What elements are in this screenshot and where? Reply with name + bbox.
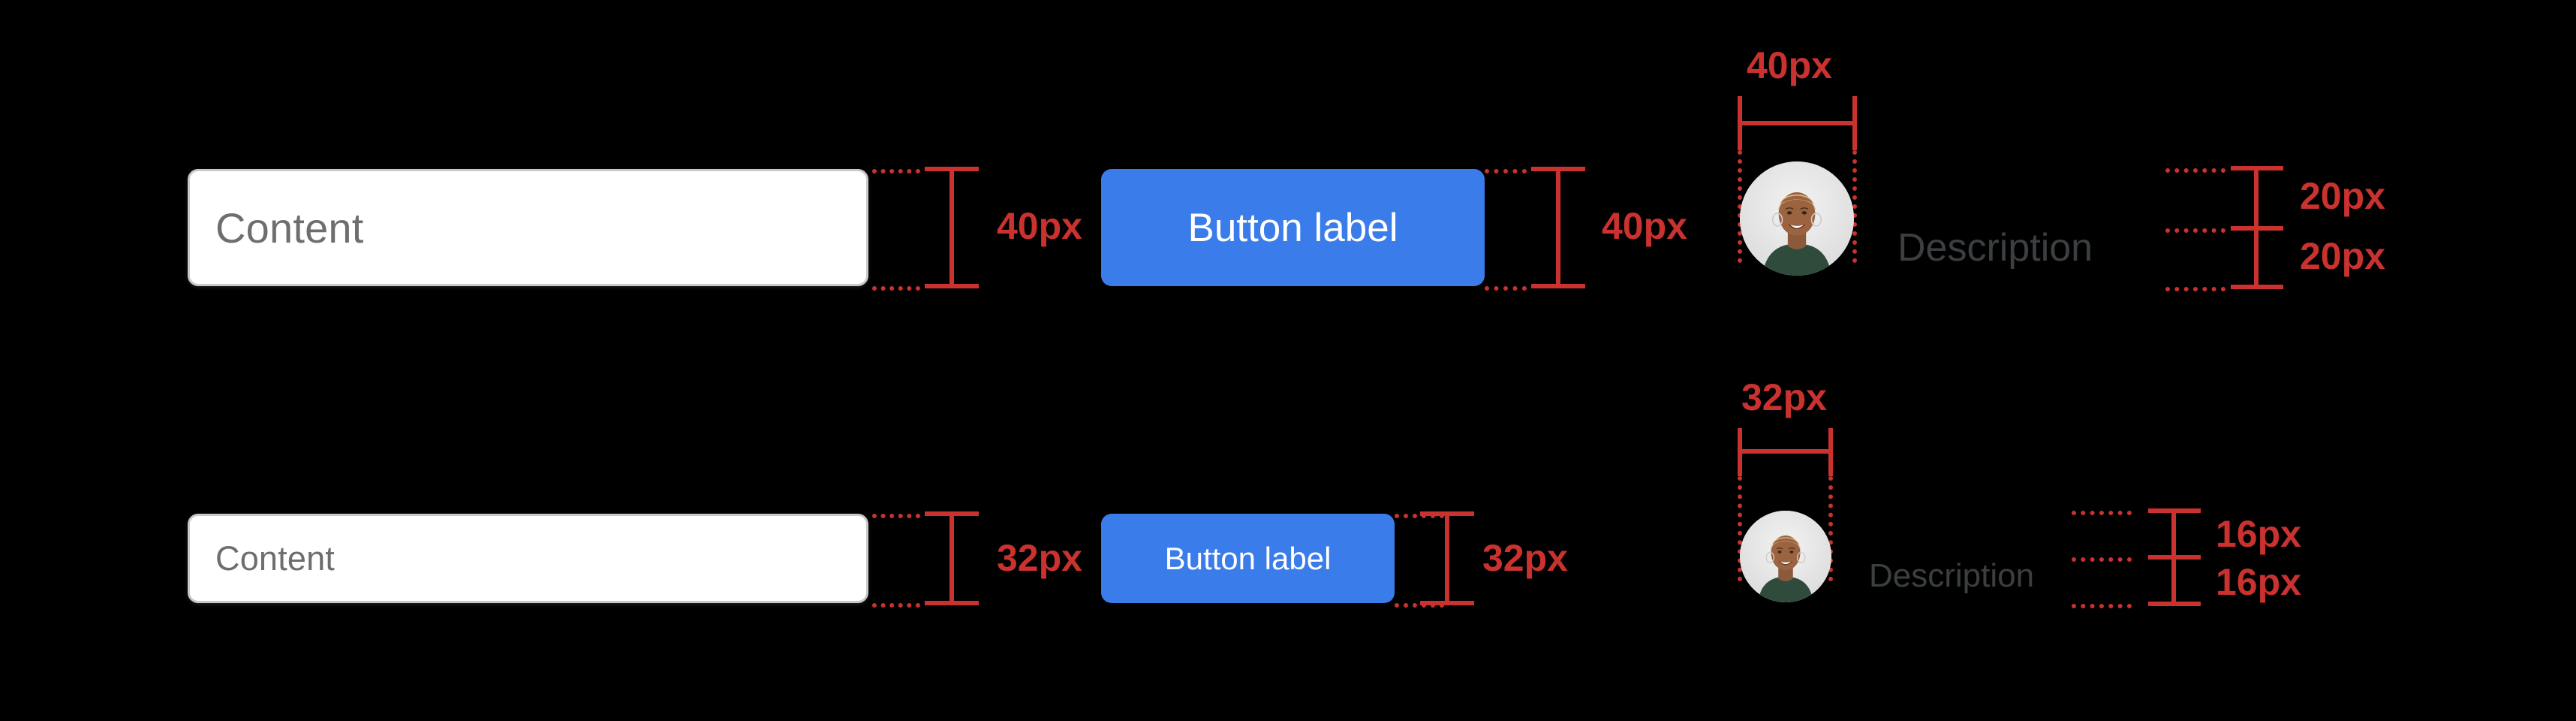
button-height-guide-top: [1485, 169, 1527, 173]
input-height-guide-top: [872, 169, 920, 173]
button-height-guide-bottom: [1395, 603, 1444, 608]
button-label: Button label: [1187, 205, 1398, 250]
text-input-large[interactable]: Content: [188, 169, 868, 286]
avatar-width-guide-left: [1738, 476, 1742, 581]
desc-spacing-stem: [2171, 508, 2176, 606]
avatar-width-stem: [1738, 121, 1857, 125]
avatar-width-guide-right: [1828, 476, 1833, 581]
desc-spacing-label-bottom: 16px: [2216, 561, 2301, 603]
avatar-small: [1740, 511, 1831, 602]
desc-spacing-guide-middle: [2165, 228, 2225, 233]
avatar-large: [1740, 161, 1854, 276]
text-input-placeholder: Content: [215, 204, 364, 252]
button-label: Button label: [1164, 540, 1332, 576]
desc-spacing-label-bottom: 20px: [2300, 235, 2385, 277]
desc-spacing-guide-bottom: [2165, 287, 2225, 291]
desc-spacing-guide-top: [2072, 511, 2132, 515]
text-input-placeholder: Content: [215, 538, 336, 578]
button-large[interactable]: Button label: [1101, 169, 1485, 286]
button-height-stem: [1556, 167, 1560, 288]
desc-spacing-label-top: 20px: [2300, 175, 2385, 217]
avatar-width-label: 32px: [1741, 376, 1827, 418]
desc-spacing-guide-top: [2165, 168, 2225, 173]
avatar-width-stem: [1738, 449, 1833, 454]
input-height-guide-top: [872, 514, 920, 518]
text-input-small[interactable]: Content: [188, 514, 868, 603]
input-height-stem: [949, 511, 954, 605]
button-small[interactable]: Button label: [1101, 514, 1395, 603]
desc-spacing-label-top: 16px: [2216, 513, 2301, 555]
button-height-guide-top: [1395, 514, 1444, 518]
input-height-label: 32px: [997, 537, 1082, 579]
input-height-stem: [949, 167, 954, 288]
input-height-guide-bottom: [872, 603, 920, 608]
desc-spacing-guide-bottom: [2072, 604, 2132, 608]
input-height-guide-bottom: [872, 286, 920, 291]
button-height-label: 32px: [1482, 537, 1568, 579]
description-label-small: Description: [1869, 557, 2035, 594]
description-label-large: Description: [1897, 226, 2093, 270]
desc-spacing-guide-middle: [2072, 557, 2132, 562]
button-height-guide-bottom: [1485, 286, 1527, 291]
button-height-stem: [1445, 511, 1449, 605]
avatar-image: [1740, 511, 1831, 602]
avatar-width-guide-left: [1738, 150, 1742, 263]
input-height-label: 40px: [997, 205, 1082, 247]
avatar-width-label: 40px: [1747, 44, 1832, 86]
avatar-image: [1740, 161, 1854, 276]
button-height-label: 40px: [1602, 205, 1687, 247]
desc-spacing-stem: [2254, 166, 2259, 289]
avatar-width-guide-right: [1852, 150, 1857, 263]
